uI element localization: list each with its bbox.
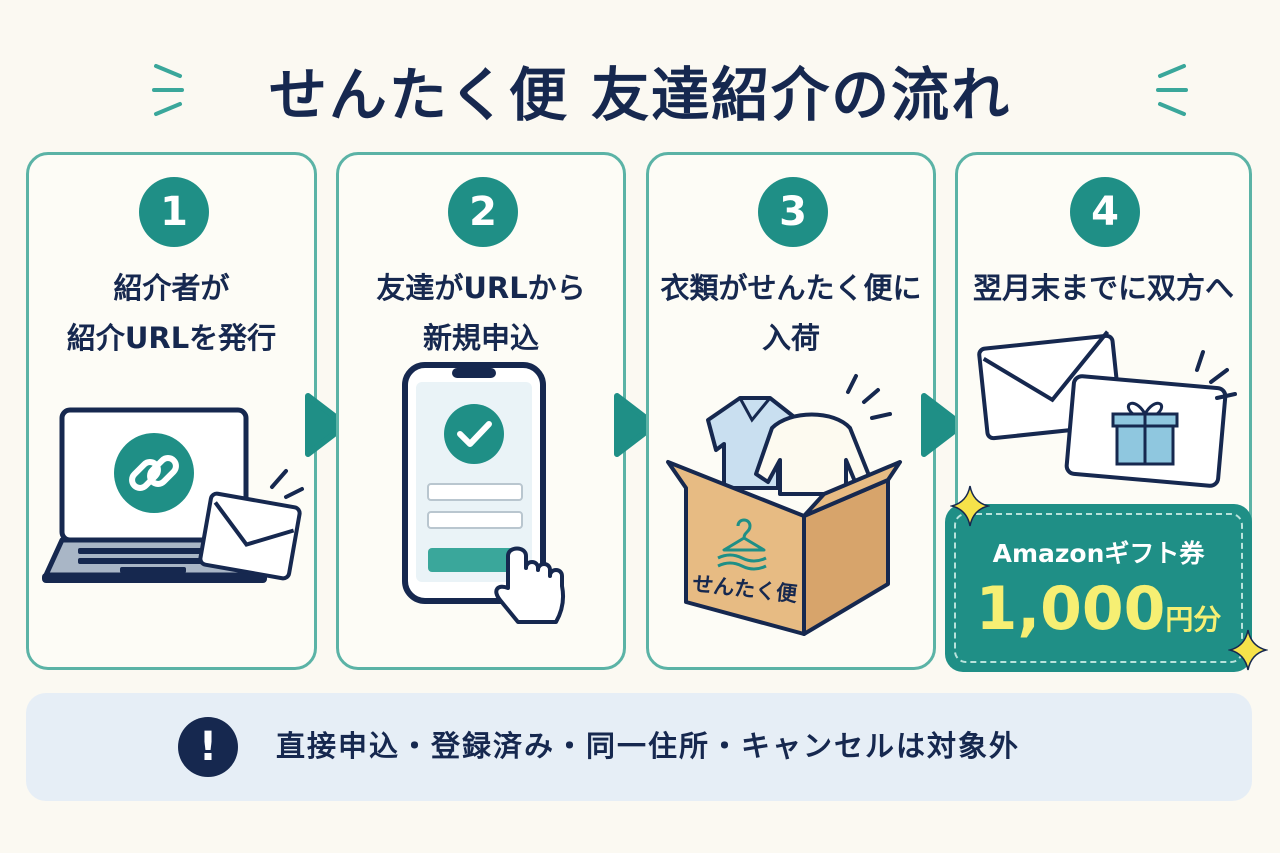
coupon-dashed-border xyxy=(954,513,1243,663)
flow-arrow-1 xyxy=(305,393,349,457)
step-text-4: 翌月末までに双方へ xyxy=(958,263,1249,313)
title-sparkle-left-icon xyxy=(152,64,184,116)
chain-link-icon xyxy=(114,433,194,513)
step-3-line-2: 入荷 xyxy=(761,321,820,355)
step-text-2: 友達がURLから 新規申込 xyxy=(339,263,623,363)
sparkle-icon xyxy=(950,485,990,527)
flow-arrow-3 xyxy=(921,393,965,457)
gift-coupon: Amazonギフト券 1,000円分 xyxy=(945,504,1252,672)
step-2-line-2: 新規申込 xyxy=(422,321,539,355)
page-title: せんたく便 友達紹介の流れ xyxy=(268,61,1012,129)
gift-icon xyxy=(1111,401,1179,466)
step-text-3: 衣類がせんたく便に 入荷 xyxy=(649,263,933,363)
pointing-hand-icon xyxy=(494,546,566,624)
sparkle-icon xyxy=(1228,629,1268,671)
envelope-icon xyxy=(198,491,302,581)
laptop-illustration xyxy=(42,407,304,583)
note-text: 直接申込・登録済み・同一住所・キャンセルは対象外 xyxy=(276,729,1021,763)
coupon-label: Amazonギフト券 xyxy=(992,539,1205,568)
step-number-1: 1 xyxy=(139,177,209,247)
flow-arrow-2 xyxy=(614,393,658,457)
step-text-1: 紹介者が 紹介URLを発行 xyxy=(29,263,314,363)
step-3-line-1: 衣類がせんたく便に xyxy=(660,271,922,305)
check-icon xyxy=(444,404,504,464)
step-number-2: 2 xyxy=(448,177,518,247)
coupon-amount: 1,000円分 xyxy=(945,574,1252,644)
step-number-3: 3 xyxy=(758,177,828,247)
title-sparkle-right-icon xyxy=(1156,64,1188,116)
coupon-amount-unit: 円分 xyxy=(1165,603,1222,636)
sweater-icon xyxy=(754,412,872,496)
step-1-line-2: 紹介URLを発行 xyxy=(66,321,277,355)
exclusion-note: ! 直接申込・登録済み・同一住所・キャンセルは対象外 xyxy=(26,693,1252,801)
step-4-line-1: 翌月末までに双方へ xyxy=(972,271,1234,305)
box-illustration: せんたく便 xyxy=(666,374,902,636)
step-number-4: 4 xyxy=(1070,177,1140,247)
coupon-amount-value: 1,000 xyxy=(975,574,1166,644)
hanger-icon xyxy=(717,518,767,571)
step-1-line-1: 紹介者が xyxy=(113,271,230,305)
envelope-gift-illustration xyxy=(977,330,1237,488)
exclamation-icon: ! xyxy=(178,717,238,777)
step-2-line-1: 友達がURLから xyxy=(376,271,586,305)
smartphone-illustration xyxy=(402,362,566,624)
